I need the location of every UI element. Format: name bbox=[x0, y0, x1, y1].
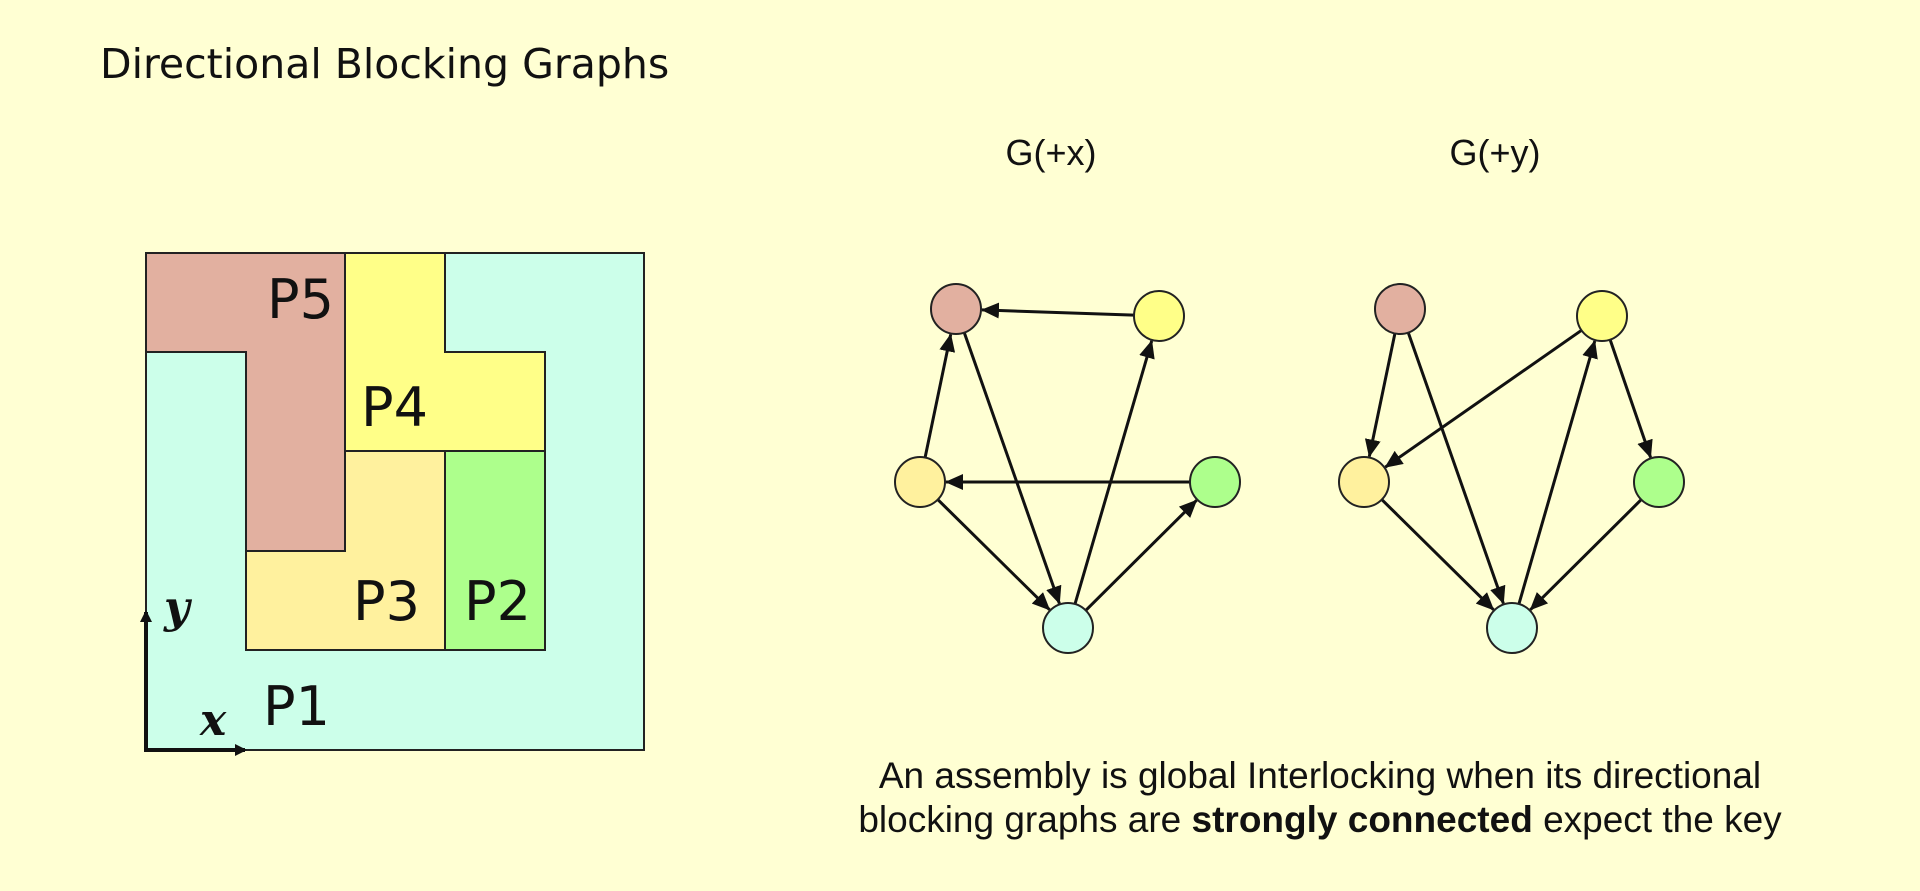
graph1-node-p3 bbox=[894, 456, 946, 508]
caption: An assembly is global Interlocking when … bbox=[760, 754, 1880, 842]
graph2-node-p3 bbox=[1338, 456, 1390, 508]
part-p2-label: P2 bbox=[464, 570, 531, 633]
graph1-edge-p1-to-p4 bbox=[1073, 339, 1155, 605]
graph1-edge-p4-to-p5 bbox=[980, 302, 1135, 319]
graph2-edge-p5-to-p1 bbox=[1406, 332, 1506, 605]
graph1-edge-p3-to-p5 bbox=[923, 333, 956, 458]
y-axis-label: y bbox=[163, 582, 193, 633]
graph1-node-p2 bbox=[1189, 456, 1241, 508]
graph1-edge-p1-to-p2 bbox=[1084, 499, 1198, 612]
caption-line-2-start: blocking graphs are bbox=[858, 799, 1192, 840]
part-p2-shape bbox=[444, 450, 546, 651]
graph2-edge-p4-to-p2 bbox=[1608, 339, 1653, 459]
graph1-edge-p3-to-p1 bbox=[936, 498, 1051, 611]
graph1-node-p1 bbox=[1042, 602, 1094, 654]
graph-label-gx: G(+x) bbox=[1005, 132, 1097, 173]
part-p1-label: P1 bbox=[263, 675, 330, 738]
graph2-edge-p1-to-p4 bbox=[1517, 340, 1598, 605]
caption-line-1: An assembly is global Interlocking when … bbox=[878, 755, 1762, 796]
graph2-node-p2 bbox=[1633, 456, 1685, 508]
part-p3-label: P3 bbox=[353, 570, 420, 633]
graph2-node-p5 bbox=[1374, 283, 1426, 335]
caption-emphasis: strongly connected bbox=[1191, 799, 1533, 840]
x-axis-label: x bbox=[199, 695, 227, 746]
graph2-edge-p2-to-p1 bbox=[1529, 498, 1643, 611]
graph2-edge-p5-to-p3 bbox=[1364, 333, 1397, 458]
caption-line-2: blocking graphs are strongly connected e… bbox=[760, 798, 1880, 842]
part-p5-label: P5 bbox=[267, 268, 334, 331]
blocking-graphs bbox=[894, 283, 1685, 654]
part-p4-label: P4 bbox=[361, 376, 428, 439]
graph1-node-p4 bbox=[1133, 290, 1185, 342]
graph-label-gy: G(+y) bbox=[1449, 132, 1541, 173]
graph2-node-p1 bbox=[1486, 602, 1538, 654]
graph1-node-p5 bbox=[930, 283, 982, 335]
page-title: Directional Blocking Graphs bbox=[100, 40, 670, 88]
graph2-node-p4 bbox=[1576, 290, 1628, 342]
graph2-edge-p4-to-p3 bbox=[1384, 329, 1583, 469]
graph1-edge-p5-to-p1 bbox=[962, 332, 1062, 605]
graph2-edge-p3-to-p1 bbox=[1380, 498, 1495, 611]
caption-line-2-end: expect the key bbox=[1532, 799, 1782, 840]
